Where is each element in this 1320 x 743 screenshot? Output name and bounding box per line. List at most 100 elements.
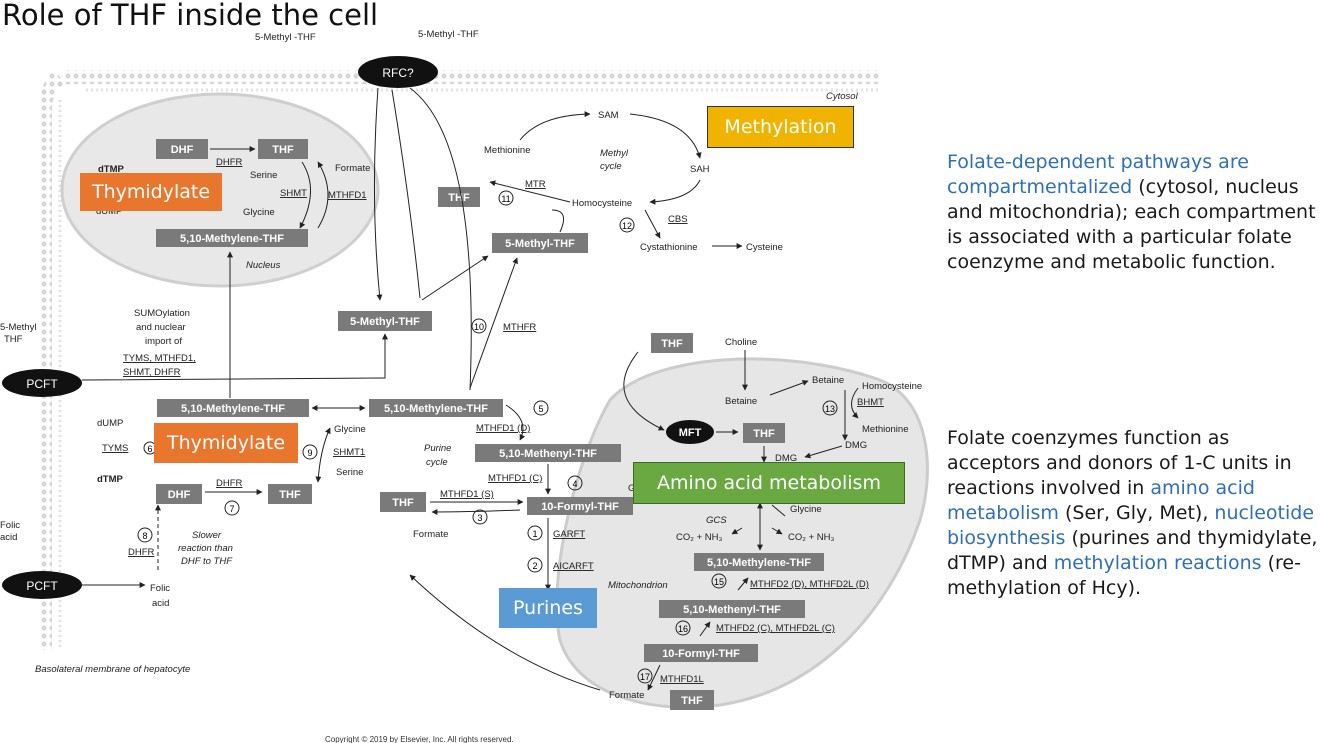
p2-s4: nucleotide biosynthesis (947, 502, 1315, 549)
nucleus-thf: THF (272, 144, 294, 156)
mito-co2-left: CO₂ + NH₃ (676, 532, 722, 543)
methylation-callout-label: Methylation (724, 116, 837, 138)
nucleus-methylene-thf: 5,10-Methylene-THF (180, 233, 284, 245)
mc-n11: 11 (501, 194, 510, 204)
p2-s2: amino acid metabolism (947, 477, 1255, 524)
methylation-callout: Methylation (707, 106, 854, 148)
cyto-shmt1: SHMT1 (333, 447, 365, 458)
mc-cycle-2: cycle (600, 161, 622, 172)
p1-s3: (cytosol, nucleus and mitochondria); eac… (947, 176, 1316, 273)
mito-mthfd2-c: MTHFD2 (C), MTHFD2L (C) (716, 623, 835, 634)
nucleus-glycine: Glycine (243, 207, 275, 218)
mito-n16: 16 (678, 624, 688, 634)
cyto-acid: acid (152, 598, 169, 609)
mito-methenyl-thf: 5,10-Methenyl-THF (683, 604, 781, 616)
cytosol-pathway: 5-Methyl-THF 10 MTHFR SUMOylation and nu… (97, 308, 693, 609)
cyto-thf-mid: THF (392, 497, 414, 509)
cyto-n8: 8 (142, 531, 147, 541)
rfc-transporter (358, 56, 438, 88)
cyto-methylene-thf-left: 5,10-Methylene-THF (181, 403, 285, 415)
mito-dmg-in: DMG (775, 453, 797, 464)
connector-arrows (81, 87, 665, 691)
pcft-top-transporter (2, 369, 82, 397)
p2-s6: methylation reactions (1053, 552, 1262, 574)
purines-label: Purines (513, 597, 583, 619)
cyto-slower-1: Slower (192, 530, 222, 541)
description-paragraph-2: Folate coenzymes function as acceptors a… (947, 426, 1320, 601)
mito-mthfd2-d: MTHFD2 (D), MTHFD2L (D) (750, 579, 869, 590)
mito-g-partial: G (628, 483, 635, 494)
cyto-n4: 4 (572, 479, 577, 489)
cyto-n9: 9 (307, 448, 312, 458)
outside-methyl-thf-2: 5-Methyl -THF (418, 29, 479, 40)
methyl-cycle: SAM Methionine Methyl cycle SAH THF 11 M… (438, 110, 783, 253)
nucleus-dump: dUMP (96, 206, 122, 217)
mc-methyl-thf: 5-Methyl-THF (505, 238, 575, 250)
mito-betaine-out: Betaine (812, 375, 844, 386)
mito-formyl-thf: 10-Formyl-THF (662, 648, 740, 660)
mc-mtr: MTR (525, 179, 546, 190)
nucleus-shmt: SHMT (280, 188, 307, 199)
cyto-methenyl-thf: 5,10-Methenyl-THF (499, 448, 597, 460)
mito-pathway: Choline Betaine Betaine Homocysteine 13 … (609, 337, 922, 710)
mc-cysteine: Cysteine (746, 242, 783, 253)
cyto-n1: 1 (532, 529, 537, 539)
cyto-tyms-mthfd1: TYMS, MTHFD1, (123, 353, 196, 364)
mc-cycle-1: Methyl (600, 148, 629, 159)
mc-sah: SAH (690, 164, 710, 175)
mito-dmg-out: DMG (845, 440, 867, 451)
thymidylate-nucleus-label: Thymidylate (91, 181, 211, 203)
p1-s2: compartmentalized (947, 176, 1133, 198)
cyto-n10: 10 (474, 322, 484, 332)
cyto-slower-2: reaction than (178, 543, 233, 554)
cyto-shmt-dhfr: SHMT, DHFR (123, 367, 181, 378)
cyto-methylene-thf-mid: 5,10-Methylene-THF (384, 403, 488, 415)
cyto-serine: Serine (336, 467, 363, 478)
pcft-bottom-label: PCFT (26, 579, 58, 593)
folate-pathway-diagram: RFC? PCFT PCFT MFT 5-Methyl -THF 5-Methy… (0, 29, 929, 743)
cyto-n2: 2 (532, 561, 537, 571)
membrane-label: Basolateral membrane of hepatocyte (35, 664, 190, 675)
nucleus-label: Nucleus (246, 260, 281, 271)
cyto-slower-3: DHF to THF (181, 556, 233, 567)
mito-formate: Formate (609, 690, 644, 701)
outside-methyl-thf-left-2: THF (4, 334, 23, 345)
cyto-thf-left: THF (279, 489, 301, 501)
rfc-label: RFC? (382, 66, 414, 80)
cyto-dump: dUMP (97, 418, 123, 429)
cyto-glycine: Glycine (334, 424, 366, 435)
mc-sam: SAM (598, 110, 619, 121)
nucleus-pathway: DHF THF DHFR Formate Serine SHMT MTHFD1 … (96, 139, 370, 247)
cyto-mthfr: MTHFR (503, 322, 536, 333)
cyto-mthfd1-d: MTHFD1 (D) (476, 423, 530, 434)
slide-title: Role of THF inside the cell (2, 0, 379, 32)
nucleus-formate: Formate (335, 163, 370, 174)
cytosol-label: Cytosol (826, 91, 859, 102)
mc-methionine: Methionine (484, 145, 530, 156)
mito-gcs: GCS (706, 515, 727, 526)
mito-methionine: Methionine (862, 424, 908, 435)
p1-s1: Folate-dependent pathways are (947, 151, 1249, 173)
cyto-n5: 5 (538, 404, 543, 414)
outside-methyl-thf-left-1: 5-Methyl (0, 322, 36, 333)
mito-n15: 15 (714, 577, 724, 587)
cyto-sumo-3: import of (145, 336, 182, 347)
pcft-top-label: PCFT (26, 377, 58, 391)
description-paragraph-1: Folate-dependent pathways are compartmen… (947, 150, 1320, 275)
cyto-sumo-2: and nuclear (136, 322, 186, 333)
cyto-folic: Folic (150, 583, 170, 594)
cyto-aicarft: AICARFT (553, 561, 594, 572)
p2-s7: (re-methylation of Hcy). (947, 552, 1301, 599)
cyto-thf-choline: THF (661, 338, 683, 350)
amino-acid-label: Amino acid metabolism (657, 472, 881, 494)
copyright: Copyright © 2019 by Elsevier, Inc. All r… (325, 735, 514, 743)
outside-folic-1: Folic (0, 520, 20, 531)
p2-s5: (purines and thymidylate, dTMP) and (947, 527, 1318, 574)
thymidylate-cytosol-label: Thymidylate (166, 432, 286, 454)
cyto-garft: GARFT (553, 529, 585, 540)
mito-homocysteine: Homocysteine (862, 381, 922, 392)
amino-acid-callout: Amino acid metabolism (633, 462, 905, 504)
mito-co2-right: CO₂ + NH₃ (788, 532, 834, 543)
nucleus-dhfr: DHFR (216, 157, 243, 168)
mito-n13: 13 (825, 404, 835, 414)
